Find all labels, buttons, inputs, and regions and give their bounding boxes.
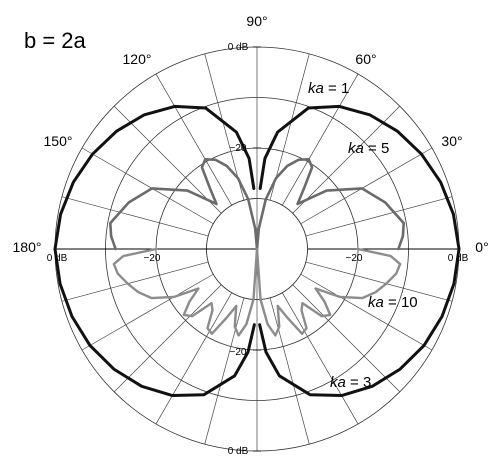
series-ka10-left	[112, 247, 259, 337]
grid-spoke-225	[113, 284, 222, 393]
radial-label-right-minus20: −20	[346, 253, 363, 264]
grid-spoke-330	[300, 273, 433, 351]
series-ka1-left	[53, 104, 256, 251]
radial-label-top-minus20: −20	[230, 143, 247, 154]
angle-label-30: 30°	[441, 133, 462, 149]
grid-spoke-120	[155, 73, 233, 206]
curve-label-ka-1-var: ka	[308, 80, 324, 97]
angle-label-180: 180°	[13, 239, 42, 255]
grid-spoke-15	[305, 196, 453, 237]
curve-label-ka-10: ka = 10	[368, 294, 418, 311]
curve-label-ka-10-value: = 10	[384, 294, 418, 311]
angle-label-60: 60°	[355, 51, 376, 67]
chart-title: b = 2a	[24, 28, 87, 53]
angle-label-0: 0°	[475, 239, 488, 255]
curve-label-ka-1: ka = 1	[308, 80, 349, 97]
radial-label-bottom-minus20: −20	[230, 347, 247, 358]
radial-label-bottom-0db: 0 dB	[228, 446, 249, 457]
curve-label-ka-5-var: ka	[348, 140, 364, 157]
grid-spoke-45	[292, 105, 401, 214]
radial-label-top-0db: 0 dB	[228, 42, 249, 53]
grid-spoke-30	[300, 147, 433, 225]
curve-label-ka-1-value: = 1	[324, 80, 349, 97]
grid-spoke-315	[292, 284, 401, 393]
angle-label-120: 120°	[123, 51, 152, 67]
grid-spoke-165	[61, 196, 209, 237]
curve-label-ka-3: ka = 3	[330, 374, 371, 391]
grid-spoke-255	[204, 297, 245, 445]
series-ka1-right	[258, 104, 461, 251]
grid-spoke-195	[61, 261, 209, 302]
grid-spoke-285	[269, 297, 310, 445]
angle-label-90: 90°	[246, 13, 267, 29]
grid-spoke-300	[281, 292, 359, 425]
series-ka5-left	[108, 158, 259, 251]
grid-spoke-150	[81, 147, 214, 225]
radial-label-left-minus20: −20	[144, 253, 161, 264]
angle-label-150: 150°	[44, 133, 73, 149]
grid-spoke-210	[81, 273, 214, 351]
curve-label-ka-3-var: ka	[330, 374, 346, 391]
curve-label-ka-5-value: = 5	[364, 140, 389, 157]
radial-label-left-0db: 0 dB	[47, 253, 68, 264]
series-ka10-right	[255, 247, 402, 337]
grid-spoke-135	[113, 105, 222, 214]
grid-spoke-240	[155, 292, 233, 425]
radial-label-right-0db: 0 dB	[448, 253, 469, 264]
polar-curves	[53, 104, 461, 398]
series-ka3-left	[53, 247, 256, 398]
curve-label-ka-10-var: ka	[368, 294, 384, 311]
curve-label-ka-5: ka = 5	[348, 140, 389, 157]
series-ka3-right	[258, 247, 461, 398]
grid-spoke-345	[305, 261, 453, 302]
grid-spoke-60	[281, 73, 359, 206]
series-ka5-right	[255, 158, 406, 251]
curve-label-ka-3-value: = 3	[346, 374, 371, 391]
